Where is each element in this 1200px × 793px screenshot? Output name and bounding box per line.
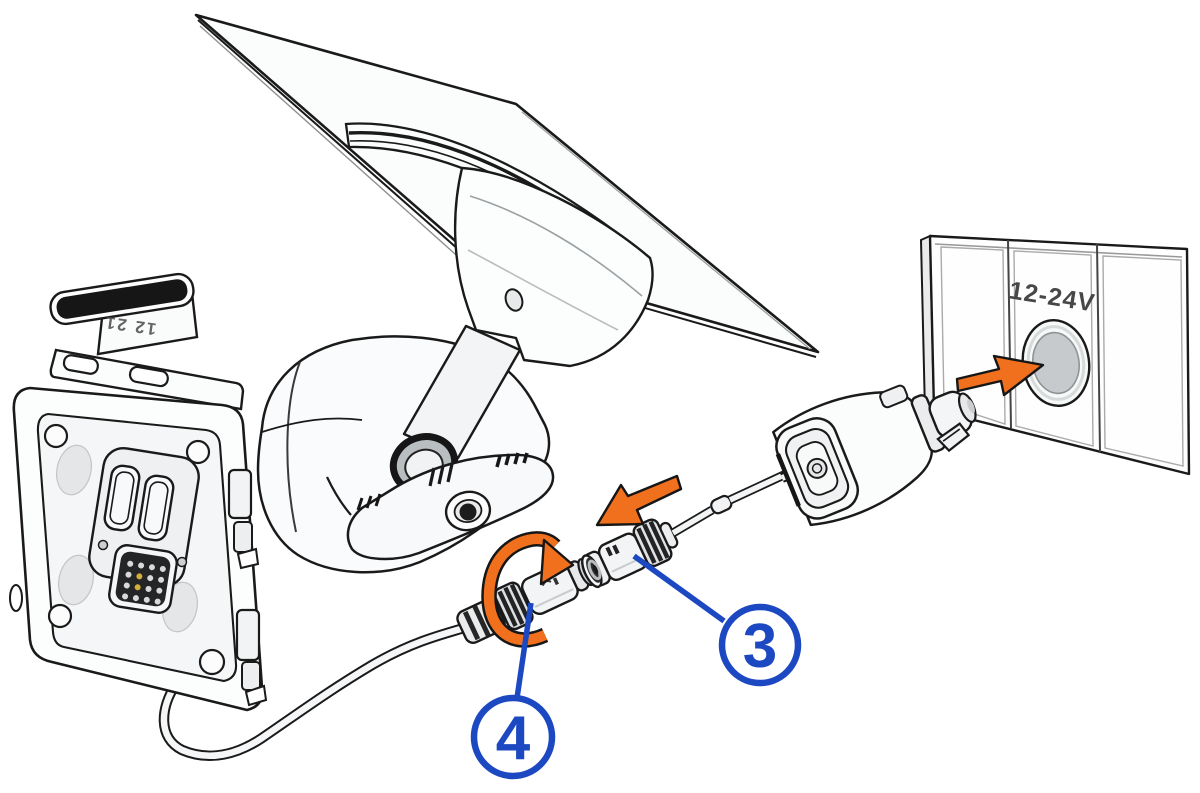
plug-tip bbox=[967, 399, 975, 414]
mount-back-plate: 12 21 bbox=[9, 272, 268, 712]
edge-notch bbox=[9, 584, 23, 612]
rotate-arrow-icon bbox=[481, 531, 575, 648]
insert-arrow-icon bbox=[595, 474, 683, 527]
plug-arrow-icon bbox=[955, 354, 1045, 397]
vehicle-power-outlet: 12-24V bbox=[919, 234, 1191, 476]
callout-3-label: 3 bbox=[743, 612, 777, 681]
callout-4-circle bbox=[470, 694, 556, 780]
lever-top-ridges bbox=[495, 452, 529, 468]
recess-screw bbox=[176, 556, 188, 568]
callout-3-circle bbox=[718, 603, 802, 687]
recess-slot bbox=[137, 474, 175, 542]
corner-bosses bbox=[43, 423, 226, 676]
callout-4: 4 bbox=[470, 602, 556, 780]
power-cable bbox=[158, 622, 466, 761]
vehicle-power-adapter bbox=[772, 384, 977, 527]
plug-contact-clip bbox=[936, 422, 971, 453]
rail-slot bbox=[128, 365, 169, 388]
contact-pin-block bbox=[108, 544, 178, 614]
recess-screw bbox=[97, 539, 109, 551]
callout-3-leader bbox=[632, 553, 726, 624]
callout-4-label: 4 bbox=[496, 704, 531, 773]
housing-screw bbox=[504, 288, 524, 312]
tab-cap-insert bbox=[56, 279, 188, 319]
power-socket bbox=[1021, 318, 1091, 408]
mount-stem bbox=[402, 324, 522, 460]
lever-end-ridges bbox=[356, 493, 382, 511]
recess-slot bbox=[103, 464, 141, 532]
side-clip-lower bbox=[235, 608, 268, 707]
lever-grip-ridges bbox=[428, 463, 454, 487]
rail-slot bbox=[62, 354, 99, 375]
mount-ball-housing bbox=[453, 166, 654, 368]
callout-3: 3 bbox=[632, 553, 802, 687]
callout-4-leader bbox=[514, 602, 534, 699]
cable-connector bbox=[581, 518, 679, 589]
locking-lever bbox=[346, 452, 555, 561]
side-clip-upper bbox=[227, 468, 260, 570]
adapter-top-notch bbox=[879, 384, 909, 409]
